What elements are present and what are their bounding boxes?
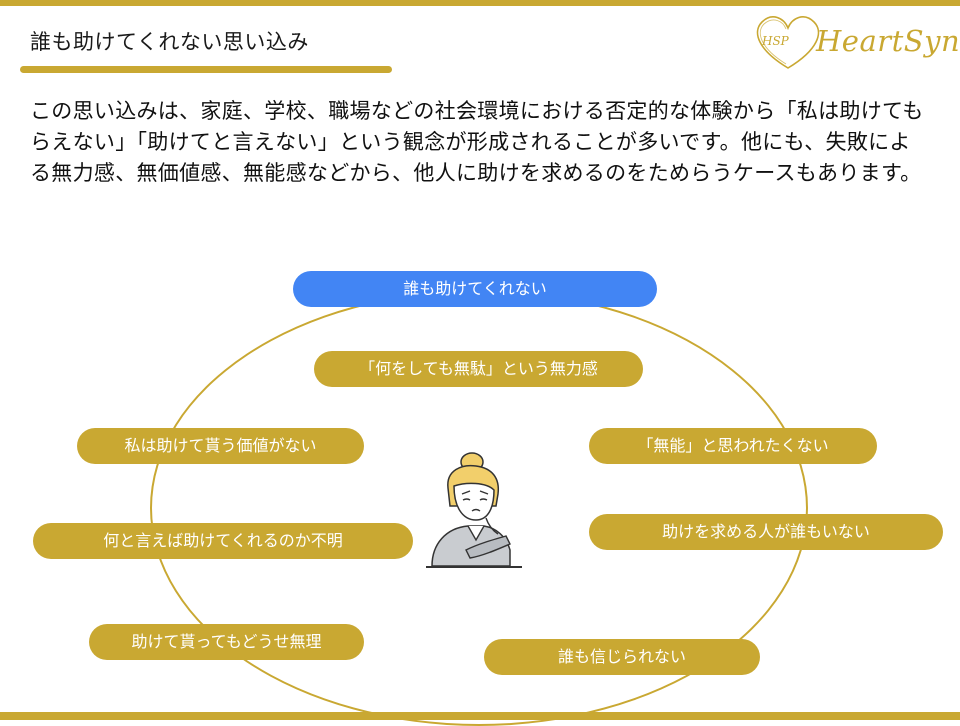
slide-title: 誰も助けてくれない思い込み [30,30,309,54]
heartsync-logo: HSP HeartSync [748,10,960,72]
item-pill-no-one: 助けを求める人が誰もいない [589,514,943,550]
logo-text: HeartSync [816,24,960,58]
item-pill-pointless: 助けて貰ってもどうせ無理 [89,624,364,660]
bottom-accent-bar [0,712,960,720]
item-pill-incompetent: 「無能」と思われたくない [589,428,877,464]
item-pill-helplessness: 「何をしても無駄」という無力感 [314,351,643,387]
top-accent-bar [0,0,960,6]
worried-person-icon [426,452,522,568]
center-pill: 誰も助けてくれない [293,271,657,307]
heart-logo-icon [756,16,820,69]
worried-person-figure [426,448,522,570]
logo-monogram: HSP [762,34,789,48]
item-pill-distrust: 誰も信じられない [484,639,760,675]
item-pill-unworthy: 私は助けて貰う価値がない [77,428,364,464]
intro-paragraph: この思い込みは、家庭、学校、職場などの社会環境における否定的な体験から「私は助け… [30,99,924,185]
item-pill-unclear: 何と言えば助けてくれるのか不明 [33,523,413,559]
title-underline [20,66,392,73]
